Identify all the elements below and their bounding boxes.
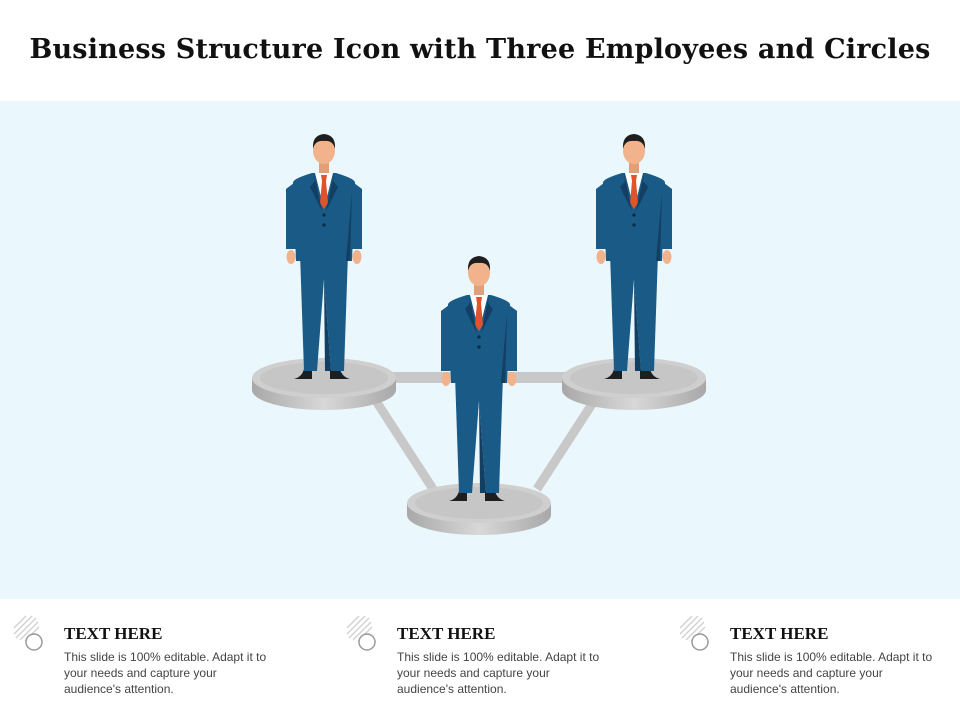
circle-hatch-icon [346,615,376,651]
employee-left-icon [286,134,362,379]
platform-center [407,483,551,535]
circle-hatch-icon [13,615,43,651]
connector-right [533,398,598,492]
employee-right-icon [596,134,672,379]
card-heading: TEXT HERE [64,624,163,643]
diagram-panel [0,101,960,599]
card-body: This slide is 100% editable. Adapt it to… [730,650,933,696]
connector-left [372,398,437,492]
platform-left [252,358,396,410]
circle-hatch-icon [679,615,709,651]
business-structure-diagram [252,134,706,535]
card-heading: TEXT HERE [397,624,496,643]
slide-title: Business Structure Icon with Three Emplo… [29,34,931,65]
text-card-3: TEXT HERE This slide is 100% editable. A… [678,614,960,714]
employee-center-icon [441,256,517,501]
card-heading: TEXT HERE [730,624,829,643]
card-body: This slide is 100% editable. Adapt it to… [64,650,267,696]
text-card-1: TEXT HERE This slide is 100% editable. A… [12,614,302,714]
platform-right [562,358,706,410]
text-card-2: TEXT HERE This slide is 100% editable. A… [345,614,635,714]
card-body: This slide is 100% editable. Adapt it to… [397,650,600,696]
